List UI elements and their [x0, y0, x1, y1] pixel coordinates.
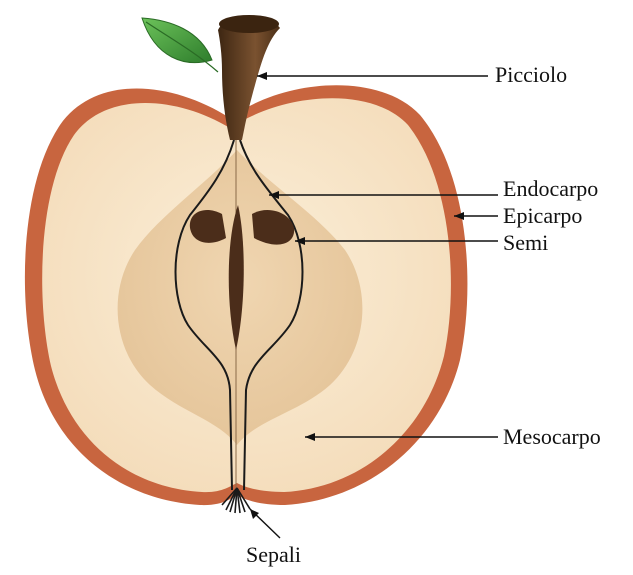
label-epicarpo: Epicarpo	[503, 203, 582, 228]
arrowhead-picciolo	[257, 72, 267, 80]
seed-left	[190, 210, 226, 243]
label-semi: Semi	[503, 230, 548, 255]
leaf-icon	[142, 18, 212, 63]
label-picciolo: Picciolo	[495, 62, 567, 87]
label-endocarpo: Endocarpo	[503, 176, 598, 201]
arrowhead-sepali	[250, 509, 259, 519]
label-mesocarpo: Mesocarpo	[503, 424, 601, 449]
petiole-top	[219, 15, 279, 33]
label-sepali: Sepali	[246, 542, 301, 567]
